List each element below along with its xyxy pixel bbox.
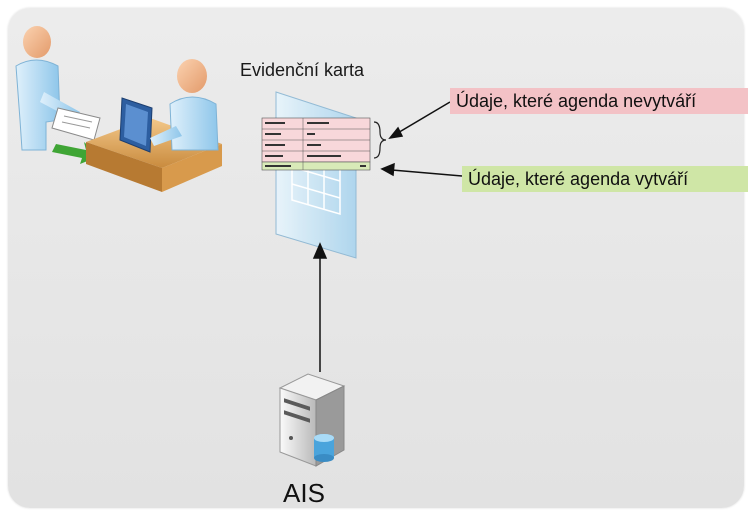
server-label: AIS (283, 478, 325, 508)
callout-not-created: Údaje, které agenda nevytváří (450, 88, 748, 114)
callout-arrows (380, 101, 463, 177)
clerk-icon (86, 59, 222, 192)
callout-created: Údaje, které agenda vytváří (462, 166, 748, 192)
record-card-title: Evidenční karta (240, 60, 365, 80)
record-card-pane (275, 91, 357, 259)
server-icon (278, 373, 346, 467)
citizen-icon (15, 26, 101, 151)
record-card-table (261, 117, 387, 171)
sync-arrow (312, 242, 328, 372)
